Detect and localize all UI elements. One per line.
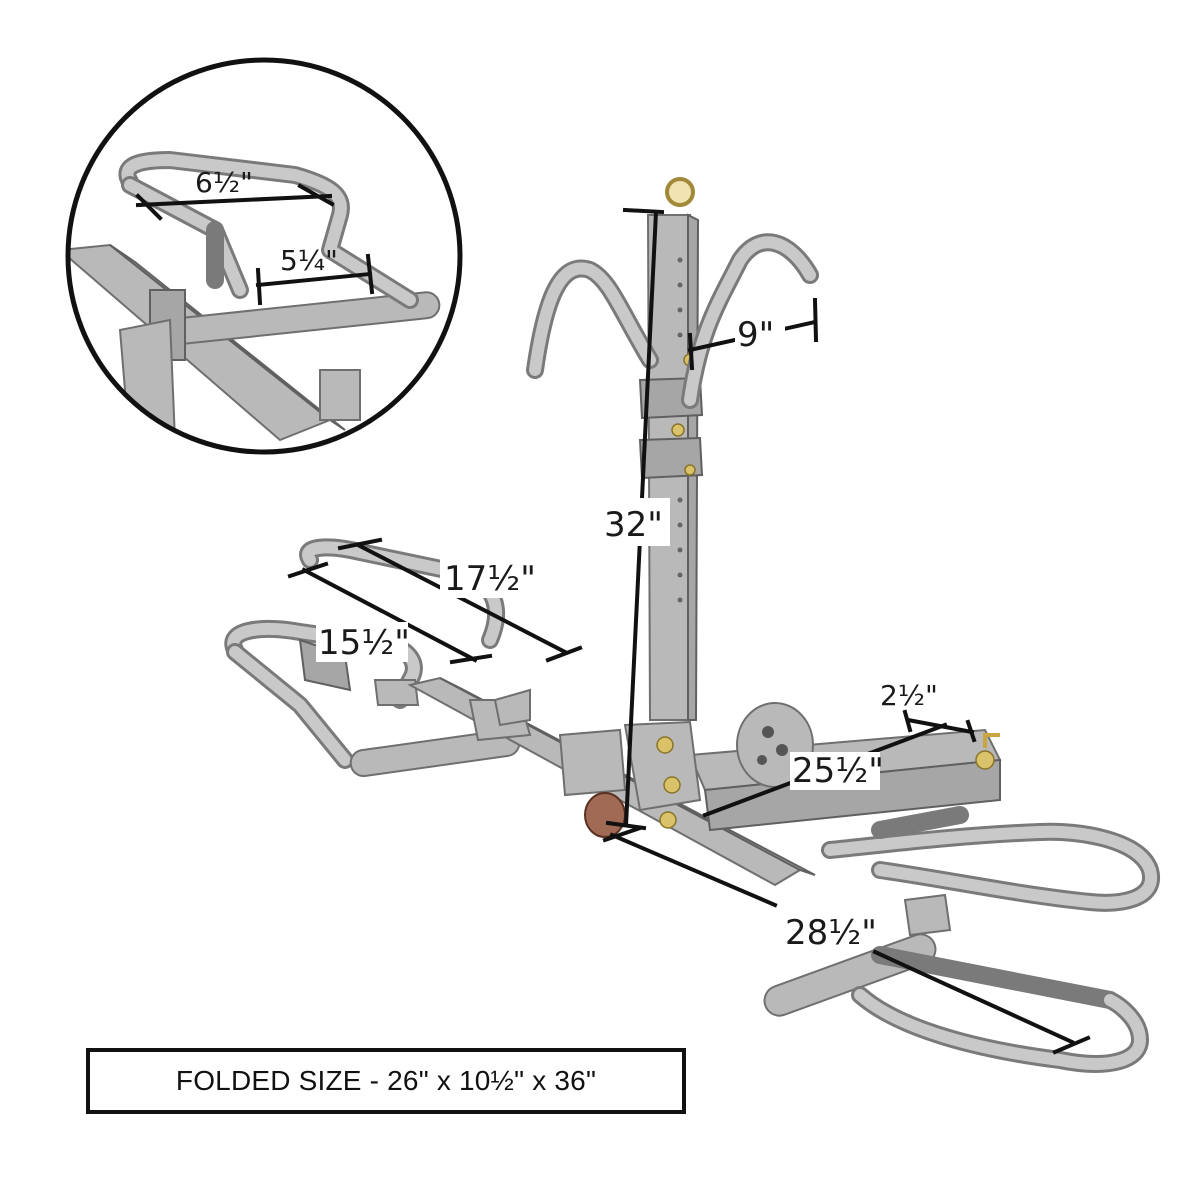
measurement-line	[287, 561, 329, 579]
mast-height-label: 32"	[604, 505, 663, 545]
measurement-line	[255, 267, 263, 306]
measurement-line	[1052, 1035, 1091, 1055]
measurement-line	[337, 537, 383, 551]
measurement-line	[872, 949, 1075, 1045]
basket-top-width-label: 6½"	[195, 166, 253, 199]
measurement-line	[135, 193, 163, 221]
main-dimensions: 32" 9" 17½" 15½" 2½" 25½" 28½"	[287, 207, 1091, 1055]
measurement-line	[301, 567, 478, 663]
measurement-line	[449, 653, 493, 665]
measurement-line	[965, 719, 977, 743]
detail-inset-circle	[65, 57, 463, 455]
hitch-length-label: 25½"	[792, 751, 884, 791]
tray-inner-length-label: 15½"	[318, 623, 410, 663]
measurement-line	[622, 207, 665, 215]
folded-size-label: FOLDED SIZE - 26" x 10½" x 36"	[175, 1065, 597, 1096]
measurement-line	[602, 825, 643, 843]
measurement-line	[355, 542, 568, 655]
base-length-label: 28½"	[785, 913, 877, 953]
tray-outer-length-label: 17½"	[444, 559, 536, 599]
arm-spacing-label: 9"	[737, 315, 774, 355]
measurement-line	[545, 645, 583, 663]
measurement-line	[902, 709, 913, 733]
measurement-line	[297, 183, 335, 207]
measurement-line	[812, 297, 819, 343]
measurement-line	[255, 271, 373, 288]
hitch-bar-width-label: 2½"	[880, 679, 938, 712]
measurement-line	[687, 332, 695, 371]
inset-basket-illustration	[68, 151, 441, 452]
basket-inner-width-label: 5¼"	[280, 244, 338, 277]
measurement-line	[365, 253, 375, 295]
measurement-line	[609, 832, 778, 908]
folded-size-box: FOLDED SIZE - 26" x 10½" x 36"	[86, 1048, 686, 1114]
measurement-line	[135, 193, 333, 208]
detail-inset: 6½" 5¼"	[65, 57, 463, 455]
